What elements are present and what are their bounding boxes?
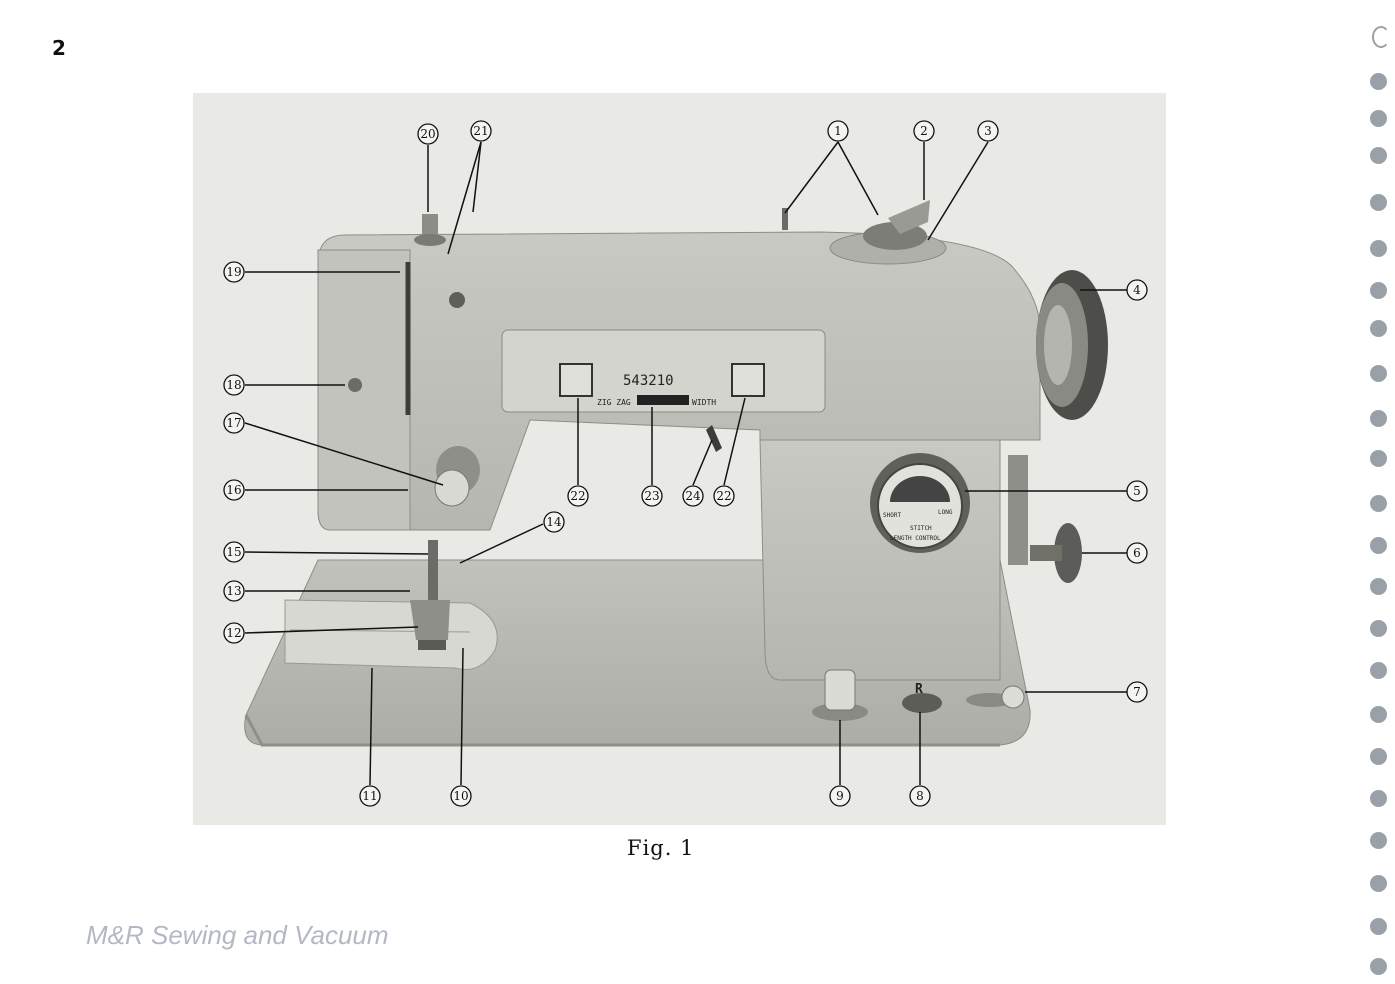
svg-text:16: 16 [226,483,241,497]
sewing-machine-figure: 543210 ZIG ZAG WIDTH SHORT LONG STITCH L… [193,93,1166,825]
svg-text:2: 2 [920,124,928,138]
leader-lines [244,141,1127,786]
callout-11: 11 [359,785,381,807]
svg-text:22: 22 [716,489,731,503]
binding-hole [1370,748,1387,765]
svg-text:14: 14 [546,515,562,529]
svg-text:17: 17 [226,416,241,430]
dial-stitch-label: STITCH [910,525,932,532]
binding-hole [1370,706,1387,723]
binding-hole [1370,620,1387,637]
svg-text:24: 24 [685,489,701,503]
binding-hole [1370,537,1387,554]
binding-hole [1370,240,1387,257]
callout-22-left: 22 [567,485,589,507]
dial-long-label: LONG [938,509,953,516]
binding-hole [1370,790,1387,807]
svg-text:7: 7 [1133,685,1141,699]
callout-24: 24 [682,485,704,507]
svg-text:10: 10 [453,789,468,803]
callout-10: 10 [450,785,472,807]
handwheel [1036,270,1108,420]
binding-hole [1370,832,1387,849]
callout-2: 2 [913,120,935,142]
svg-text:1: 1 [834,124,842,138]
callout-12: 12 [223,622,245,644]
callout-8: 8 [909,785,931,807]
binding-holes [1366,20,1390,984]
svg-text:12: 12 [226,626,241,640]
binding-hole [1370,875,1387,892]
binding-hole [1370,282,1387,299]
callout-13: 13 [223,580,245,602]
callout-15: 15 [223,541,245,563]
svg-text:21: 21 [473,124,488,138]
binding-hole [1370,73,1387,90]
callout-23: 23 [641,485,663,507]
binding-hole [1370,320,1387,337]
binding-hole [1370,194,1387,211]
svg-text:3: 3 [984,124,992,138]
reverse-button-label: R [915,682,923,697]
presser-foot [410,540,450,640]
top-dial [782,200,947,265]
binding-hole [1370,110,1387,127]
base-controls: R [812,669,1025,721]
binding-hole [1370,147,1387,164]
panel-zigzag-label: ZIG ZAG [597,398,631,407]
callout-16: 16 [223,479,245,501]
binding-hole [1370,918,1387,935]
svg-text:23: 23 [644,489,659,503]
binding-hole [1370,410,1387,427]
binding-hook [1372,26,1390,48]
callout-18: 18 [223,374,245,396]
dial-short-label: SHORT [883,512,901,519]
dial-length-control-label: LENGTH CONTROL [890,535,941,542]
svg-text:8: 8 [916,789,924,803]
svg-text:20: 20 [420,127,435,141]
callout-19: 19 [223,261,245,283]
thread-guides [405,214,465,415]
svg-text:19: 19 [226,265,241,279]
callout-7: 7 [1126,681,1148,703]
callout-20: 20 [417,123,439,145]
svg-text:18: 18 [226,378,241,392]
page-number: 2 [52,36,66,60]
callout-14: 14 [543,511,565,533]
binding-hole [1370,450,1387,467]
svg-text:15: 15 [226,545,241,559]
binding-hole [1370,662,1387,679]
callout-22-right: 22 [713,485,735,507]
panel-width-label: WIDTH [692,398,716,407]
watermark: M&R Sewing and Vacuum [86,920,389,950]
svg-text:9: 9 [836,789,844,803]
callout-9: 9 [829,785,851,807]
callout-17: 17 [223,412,245,434]
callout-1: 1 [827,120,849,142]
zigzag-width-panel: 543210 ZIG ZAG WIDTH [501,329,826,452]
svg-text:6: 6 [1133,546,1141,560]
binding-hole [1370,365,1387,382]
callout-6: 6 [1126,542,1148,564]
panel-number-scale: 543210 [623,373,674,389]
callout-5: 5 [1126,480,1148,502]
needle-plate [284,599,498,670]
callout-21: 21 [470,120,492,142]
svg-text:4: 4 [1133,283,1141,297]
figure-caption: Fig. 1 [627,836,695,860]
stitch-knob [348,378,480,507]
callout-3: 3 [977,120,999,142]
stitch-length-dial: SHORT LONG STITCH LENGTH CONTROL [870,453,970,553]
svg-text:22: 22 [570,489,585,503]
binding-hole [1370,495,1387,512]
svg-text:11: 11 [362,789,377,803]
binding-hole [1370,958,1387,975]
callout-4: 4 [1126,279,1148,301]
svg-text:13: 13 [226,584,241,598]
binding-hole [1370,578,1387,595]
svg-text:5: 5 [1133,484,1141,498]
bobbin-winder [1008,455,1082,583]
